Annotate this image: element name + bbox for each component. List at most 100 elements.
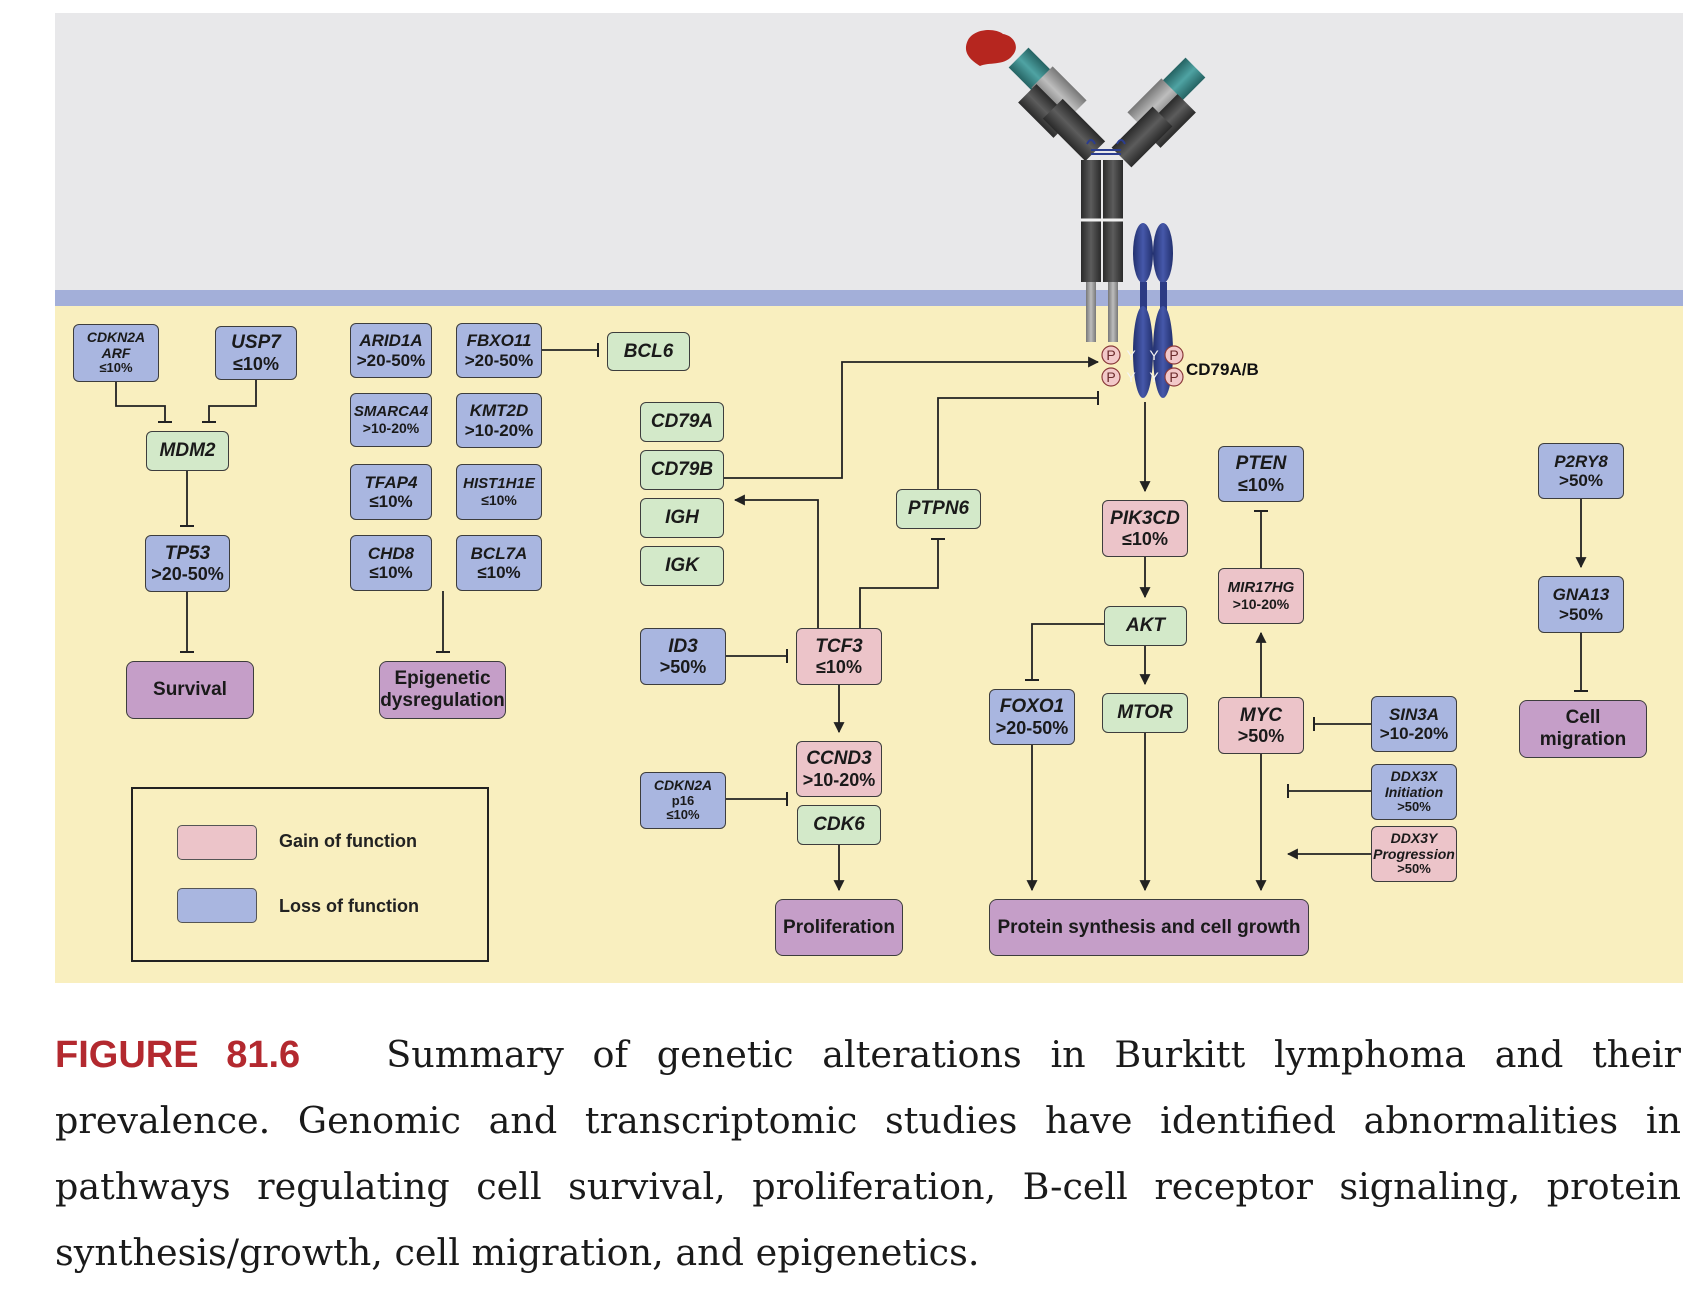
outcome-proliferation: Proliferation [775, 899, 903, 956]
node-ptpn6: PTPN6 [896, 489, 981, 529]
node-arid1a: ARID1A >20-50% [350, 323, 432, 378]
tyrosine-y-label: Y [1126, 369, 1136, 385]
edge-tcf3-igh [733, 494, 819, 628]
node-prevalence: >50% [1397, 799, 1431, 815]
node-gene: ID3 [668, 635, 698, 657]
node-mir17hg: MIR17HG >10-20% [1218, 568, 1304, 624]
node-gene: IGH [665, 507, 699, 529]
left-antibody-arm [1008, 47, 1106, 162]
tyrosine-y-label: Y [1126, 347, 1136, 363]
node-chd8: CHD8 ≤10% [350, 535, 432, 591]
node-myc: MYC >50% [1218, 697, 1304, 754]
tm-right [1108, 282, 1118, 342]
tyrosine-y-label: Y [1149, 347, 1159, 363]
node-gene: USP7 [231, 332, 281, 354]
node-gene: SMARCA4 [353, 402, 429, 420]
node-gene: CCND3 [806, 748, 872, 770]
node-gene: MIR17HG [1227, 578, 1295, 596]
caption-label: FIGURE 81.6 [55, 1034, 301, 1076]
node-gna13: GNA13 >50% [1538, 576, 1624, 633]
node-gene-sub: Initiation [1384, 783, 1444, 800]
node-gene: PTPN6 [907, 498, 970, 520]
node-prevalence: >10-20% [1379, 724, 1449, 743]
legend-label-loss: Loss of function [279, 896, 419, 916]
node-gene: IGK [665, 555, 699, 577]
node-prevalence: >10-20% [802, 769, 876, 790]
outcome-label-line2: migration [1539, 729, 1627, 750]
node-gene: AKT [1125, 615, 1166, 637]
node-id3: ID3 >50% [640, 628, 726, 685]
node-prevalence: ≤10% [1122, 529, 1168, 550]
legend: Gain of function Loss of function [131, 787, 489, 962]
node-ccnd3: CCND3 >10-20% [796, 741, 882, 797]
outcome-survival: Survival [126, 661, 254, 719]
legend-swatch-loss [177, 888, 257, 923]
edge-ptpn6-receptor [937, 397, 1098, 489]
node-prevalence: >20-50% [464, 350, 534, 370]
node-prevalence: >10-20% [362, 419, 420, 436]
node-p2ry8: P2RY8 >50% [1538, 443, 1624, 499]
phospho-p-label: P [1106, 347, 1115, 363]
node-cdkn2a-arf: CDKN2A ARF ≤10% [73, 324, 159, 382]
node-gene: DDX3X [1390, 768, 1438, 785]
node-fbxo11: FBXO11 >20-50% [456, 323, 542, 378]
cd79ab-label: CD79A/B [1186, 360, 1259, 379]
node-prevalence: ≤10% [233, 353, 279, 374]
node-gene: CDKN2A [653, 777, 713, 794]
figure-caption: FIGURE 81.6 Summary of genetic alteratio… [55, 1022, 1681, 1286]
node-prevalence: >50% [1559, 604, 1603, 624]
node-gene: ARID1A [359, 331, 423, 351]
node-prevalence: ≤10% [1238, 474, 1284, 495]
node-gene: MTOR [1117, 702, 1173, 724]
node-prevalence: >50% [659, 657, 707, 678]
node-bcl6: BCL6 [607, 332, 690, 371]
node-prevalence: >50% [1397, 861, 1431, 877]
pathway-edges [115, 343, 1588, 892]
outcome-label-line1: Cell [1565, 707, 1601, 729]
node-kmt2d: KMT2D >10-20% [456, 393, 542, 448]
legend-label-gain: Gain of function [279, 831, 417, 851]
node-tfap4: TFAP4 ≤10% [350, 464, 432, 520]
node-prevalence: >10-20% [1232, 595, 1290, 612]
node-igk: IGK [640, 546, 724, 586]
node-gene: CD79A [650, 411, 714, 433]
node-gene: CDK6 [813, 814, 865, 836]
node-cdk6: CDK6 [797, 805, 881, 845]
node-prevalence: ≤10% [369, 492, 413, 511]
right-antibody-arm [1111, 57, 1206, 168]
node-gene: TCF3 [815, 635, 863, 657]
node-gene: MYC [1239, 704, 1283, 726]
node-gene: CHD8 [367, 543, 415, 563]
caption-text: Summary of genetic alterations in Burkit… [55, 1033, 1681, 1274]
extracellular-space [55, 13, 1683, 290]
tm-left [1086, 282, 1096, 342]
outcome-cell-migration: Cell migration [1519, 700, 1647, 758]
node-igh: IGH [640, 498, 724, 538]
node-gene: GNA13 [1552, 585, 1610, 605]
node-gene: HIST1H1E [463, 474, 535, 492]
node-cd79b: CD79B [640, 450, 724, 490]
node-pik3cd: PIK3CD ≤10% [1102, 500, 1188, 557]
node-mdm2: MDM2 [146, 431, 229, 471]
node-prevalence: >50% [1559, 471, 1603, 490]
node-prevalence: >10-20% [464, 420, 534, 440]
node-mtor: MTOR [1102, 693, 1188, 733]
node-gene: FBXO11 [466, 331, 532, 351]
outcome-label: Survival [153, 679, 227, 701]
node-prevalence: ≤10% [477, 563, 521, 582]
node-prevalence: >20-50% [995, 717, 1069, 738]
node-gene: PIK3CD [1110, 507, 1180, 529]
phospho-circle [1101, 345, 1121, 365]
node-gene: TP53 [164, 542, 211, 564]
node-sin3a: SIN3A >10-20% [1371, 696, 1457, 752]
node-cd79a: CD79A [640, 402, 724, 442]
node-prevalence: ≤10% [481, 491, 517, 508]
node-gene-sub: ARF [101, 344, 131, 361]
node-gene: TFAP4 [364, 472, 418, 492]
node-ddx3x: DDX3X Initiation >50% [1371, 764, 1457, 820]
edge-usp7-mdm2 [208, 380, 257, 422]
node-akt: AKT [1104, 606, 1187, 646]
node-gene: SIN3A [1388, 704, 1440, 724]
hinge-disulfide [1086, 139, 1126, 155]
